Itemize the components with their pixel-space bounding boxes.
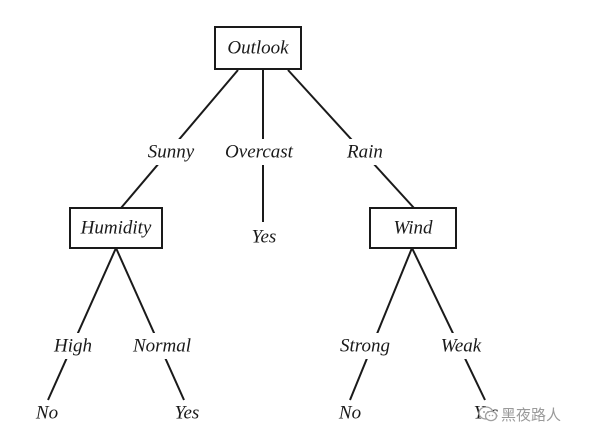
edge-label-weak: Weak (441, 335, 482, 356)
edge-humidity-normal (115, 247, 185, 401)
edge-wind-weak (411, 247, 486, 401)
leaf-overcast-yes: Yes (252, 226, 277, 247)
node-wind-label: Wind (393, 217, 433, 238)
leaf-high-no: No (35, 402, 58, 423)
watermark-text: 黑夜路人 (501, 405, 562, 424)
edge-label-sunny: Sunny (148, 141, 195, 162)
node-humidity: Humidity (69, 207, 163, 249)
edge-wind-strong (349, 247, 413, 401)
edge-label-high: High (53, 335, 92, 356)
leaf-strong-no: No (338, 402, 361, 423)
node-wind: Wind (369, 207, 457, 249)
node-outlook-label: Outlook (227, 37, 289, 58)
leaf-normal-yes: Yes (175, 402, 200, 423)
edge-label-strong: Strong (340, 335, 390, 356)
node-outlook: Outlook (214, 26, 302, 70)
watermark: 黑夜路人 (478, 402, 561, 426)
node-humidity-label: Humidity (80, 217, 152, 238)
edge-label-overcast: Overcast (225, 141, 294, 162)
wechat-logo-icon (478, 406, 498, 422)
edge-humidity-high (47, 247, 117, 401)
edge-label-rain: Rain (346, 141, 383, 162)
edge-label-normal: Normal (132, 335, 191, 356)
